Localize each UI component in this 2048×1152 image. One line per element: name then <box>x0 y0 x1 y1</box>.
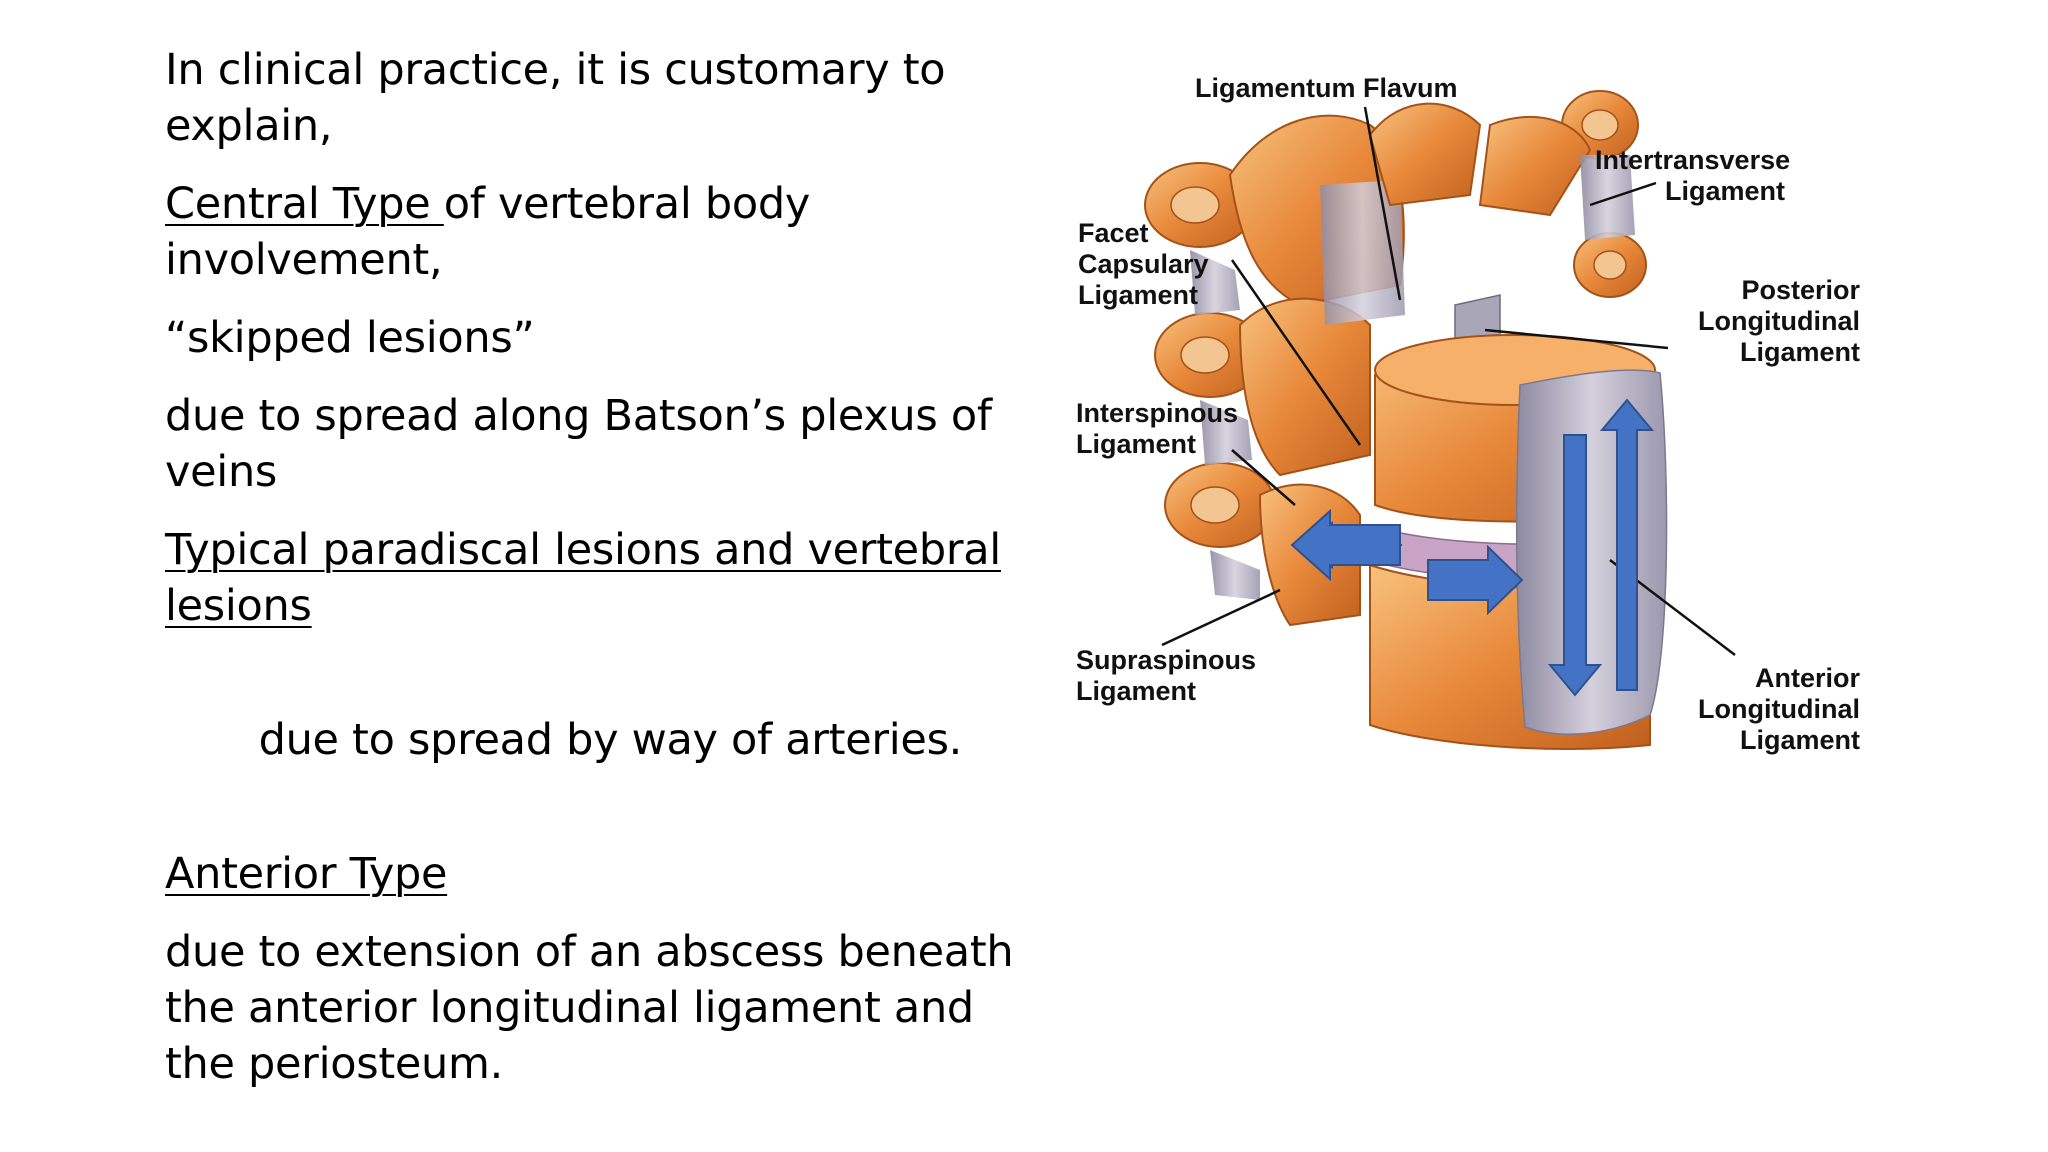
paragraph-intro: In clinical practice, it is customary to… <box>165 42 1025 154</box>
label-ligamentum-flavum: Ligamentum Flavum <box>1195 73 1458 103</box>
leader-lines <box>1161 106 1736 656</box>
paragraph-paradiscal: Typical paradiscal lesions and vertebral… <box>165 522 1025 634</box>
anterior-type-heading: Anterior Type <box>165 849 448 899</box>
batson-text: due to spread along Batson’s plexus of v… <box>165 391 992 497</box>
arteries-text: due to spread by way of arteries. <box>245 715 963 765</box>
left-arrow <box>1290 508 1401 582</box>
text-column: In clinical practice, it is customary to… <box>165 42 1025 1114</box>
abscess-text: due to extension of an abscess beneath t… <box>165 927 1014 1089</box>
spinous-processes <box>1144 162 1276 600</box>
label-interspinous-ligament: Interspinous Ligament <box>1076 398 1239 459</box>
paradiscal-heading: Typical paradiscal lesions and vertebral… <box>165 525 1001 631</box>
paragraph-skipped-lesions: “skipped lesions” <box>165 310 1025 366</box>
paragraph-anterior-type: Anterior Type <box>165 846 1025 902</box>
label-supraspinous-ligament: Supraspinous Ligament <box>1076 645 1257 706</box>
label-intertransverse-ligament: Intertransverse Ligament <box>1595 145 1791 206</box>
paragraph-abscess: due to extension of an abscess beneath t… <box>165 924 1025 1092</box>
spine-illustration <box>1144 90 1736 750</box>
intro-text: In clinical practice, it is customary to… <box>165 45 946 151</box>
skipped-lesions-text: “skipped lesions” <box>165 313 535 363</box>
label-facet-capsulary-ligament: Facet Capsulary Ligament <box>1078 218 1209 310</box>
blue-arrows <box>1290 398 1655 697</box>
central-type-heading: Central Type <box>165 179 444 229</box>
transverse-processes <box>1368 90 1647 351</box>
right-arrow <box>1427 544 1524 616</box>
up-arrow <box>1599 398 1655 691</box>
laminae <box>1228 114 1405 627</box>
label-anterior-longitudinal-ligament: Anterior Longitudinal Ligament <box>1698 663 1860 755</box>
paragraph-batson: due to spread along Batson’s plexus of v… <box>165 388 1025 500</box>
down-arrow <box>1547 434 1603 697</box>
label-posterior-longitudinal-ligament: Posterior Longitudinal Ligament <box>1698 275 1860 367</box>
spine-ligament-figure: Ligamentum Flavum Intertransverse Ligame… <box>1070 55 1860 775</box>
paragraph-central-type: Central Type of vertebral body involveme… <box>165 176 1025 288</box>
central-type-text: of vertebral body involvement, <box>165 179 810 285</box>
paragraph-arteries: due to spread by way of arteries. <box>165 656 1025 824</box>
